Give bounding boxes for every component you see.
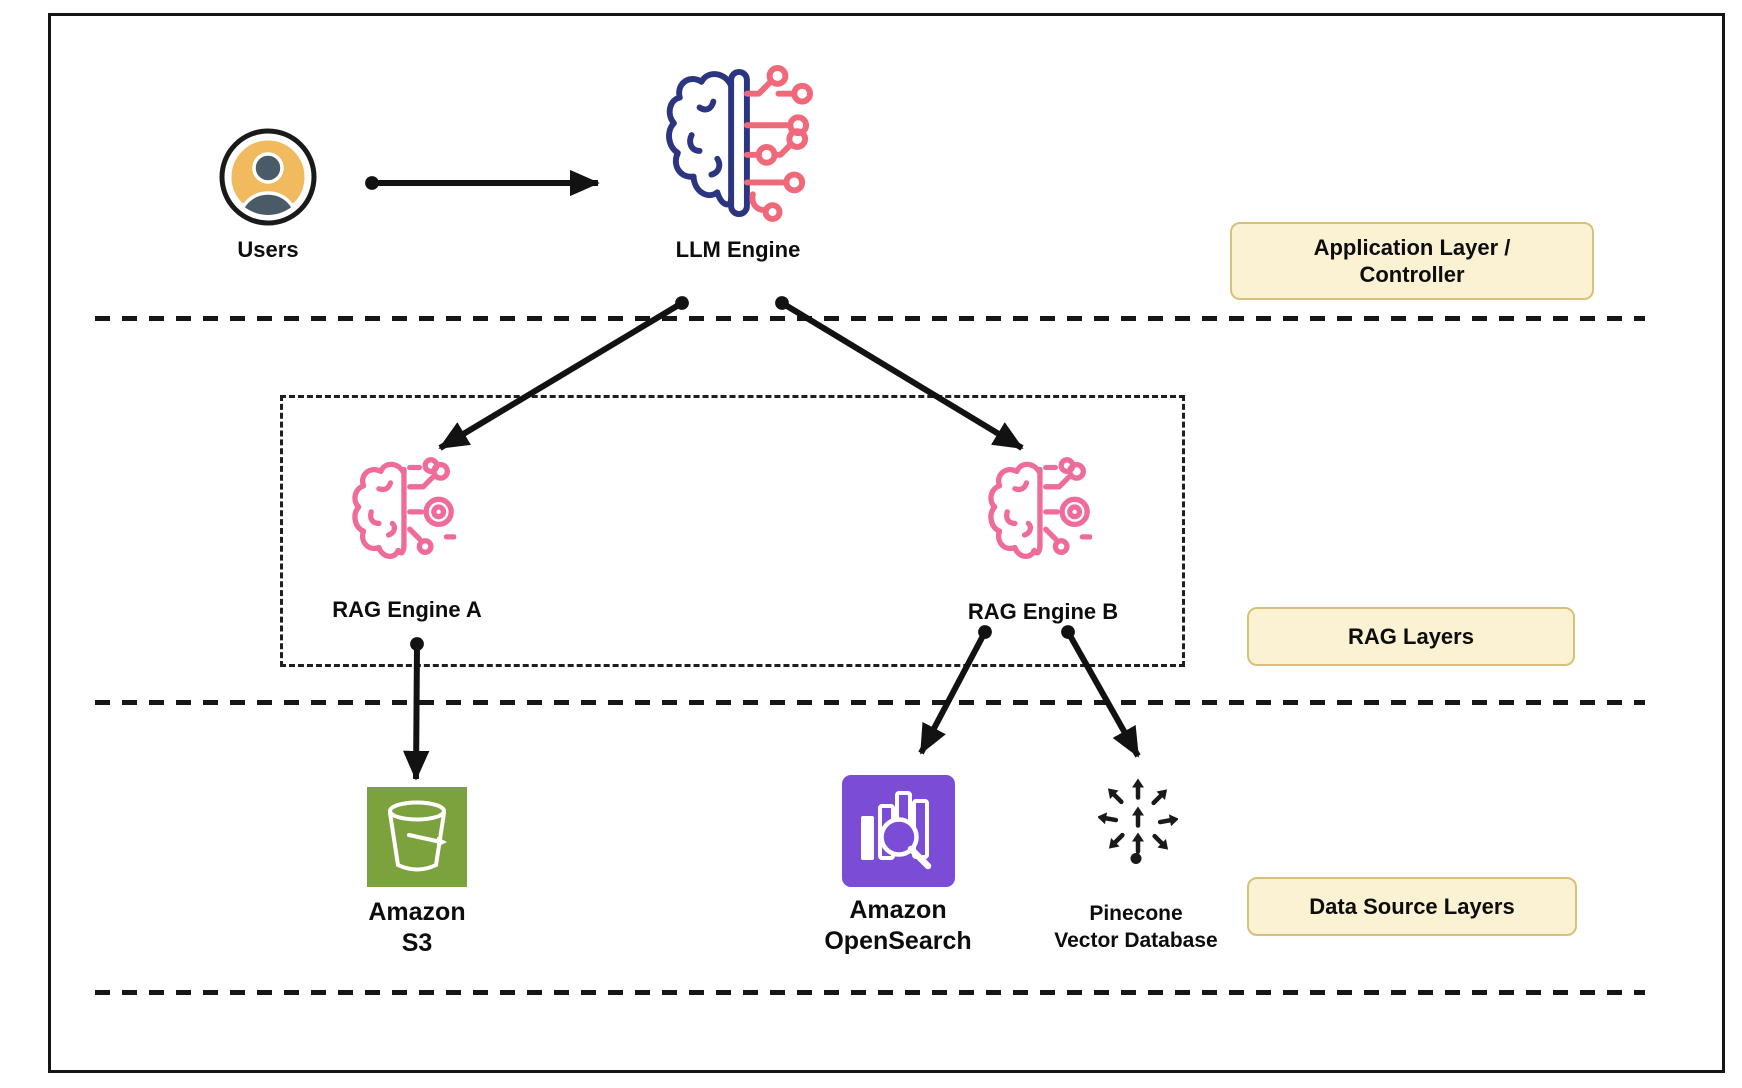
amazon-s3-node [367, 787, 467, 887]
users-node [218, 127, 318, 227]
amazon-opensearch-icon [842, 775, 955, 887]
layer-divider-bottom [95, 990, 1645, 995]
llm-engine-icon [666, 65, 814, 222]
layer-divider-top [95, 316, 1645, 321]
rag-engine-b-icon [988, 457, 1092, 559]
amazon-s3-label: Amazon S3 [368, 898, 466, 957]
rag-engine-a-label: RAG Engine A [332, 597, 482, 622]
rag-engine-b-label: RAG Engine B [967, 599, 1119, 624]
layer-label-data-source: Data Source Layers [1247, 877, 1577, 936]
layer-label-rag: RAG Layers [1247, 607, 1575, 666]
pinecone-node [1098, 770, 1178, 867]
pinecone-label: Pinecone Vector Database [1054, 902, 1218, 952]
rag-group-box [280, 395, 1185, 667]
users-label: Users [237, 237, 299, 262]
rag-engine-b-node [986, 452, 1092, 564]
amazon-opensearch-label: Amazon OpenSearch [824, 896, 972, 955]
layer-label-application: Application Layer / Controller [1230, 222, 1594, 300]
users-icon [219, 128, 317, 226]
amazon-s3-icon [367, 787, 467, 887]
llm-engine-node [666, 62, 814, 224]
rag-engine-a-icon [352, 457, 456, 559]
pinecone-icon [1098, 770, 1178, 864]
rag-engine-a-node [350, 452, 456, 564]
layer-divider-middle [95, 700, 1645, 705]
llm-engine-label: LLM Engine [675, 237, 801, 262]
amazon-opensearch-node [842, 775, 955, 887]
